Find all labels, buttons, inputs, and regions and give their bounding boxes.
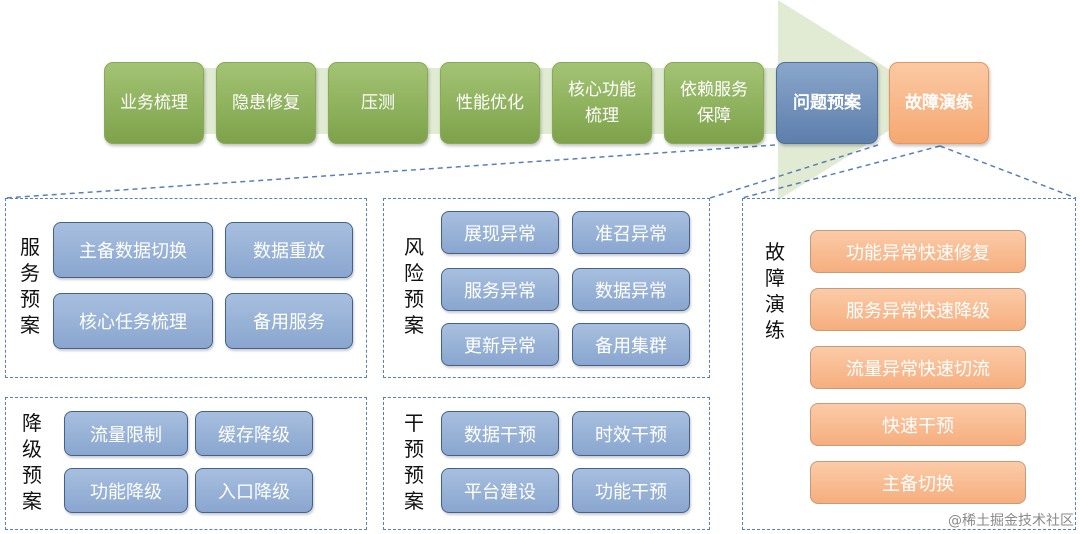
connector-left [4,144,776,199]
chip-backup-cluster: 备用集群 [572,323,690,366]
step-problem-plan: 问题预案 [776,62,878,144]
connector-center [709,144,879,199]
chip-entry-degrade: 入口降级 [195,468,313,513]
chip-function-degrade: 功能降级 [64,468,188,513]
panel-risk-plan: 风险预案 展现异常 准召异常 服务异常 数据异常 更新异常 备用集群 [383,198,710,378]
chip-function-intervene: 功能干预 [572,468,690,513]
step-fault-drill: 故障演练 [889,62,989,144]
chip-cache-degrade: 缓存降级 [195,411,313,456]
panel-label: 服务预案 [20,235,40,337]
chip-data-replay: 数据重放 [225,222,353,278]
chip-fast-intervene: 快速干预 [810,403,1026,446]
panel-degrade-plan: 降级预案 流量限制 缓存降级 功能降级 入口降级 [5,397,367,530]
chip-primary-backup-data-switch: 主备数据切换 [53,222,213,278]
chip-traffic-fast-switch: 流量异常快速切流 [810,346,1026,389]
step-business-review: 业务梳理 [104,62,204,144]
chip-core-task-review: 核心任务梳理 [53,293,213,349]
chip-backup-service: 备用服务 [225,293,353,349]
chip-traffic-limit: 流量限制 [64,411,188,456]
panel-intervene-plan: 干预预案 数据干预 时效干预 平台建设 功能干预 [383,397,710,530]
chip-data-intervene: 数据干预 [441,411,559,456]
watermark: @稀土掘金技术社区 [948,513,1074,529]
step-core-function-review: 核心功能 梳理 [552,62,652,144]
panel-label: 降级预案 [22,411,42,513]
step-dependency-guarantee: 依赖服务 保障 [664,62,764,144]
chip-display-anomaly: 展现异常 [441,211,559,254]
panel-label: 故障演练 [765,240,785,342]
step-performance-optimization: 性能优化 [440,62,540,144]
panel-service-plan: 服务预案 主备数据切换 数据重放 核心任务梳理 备用服务 [5,198,367,378]
panel-label: 干预预案 [404,411,424,513]
step-stress-test: 压测 [328,62,428,144]
chip-update-anomaly: 更新异常 [441,323,559,366]
panel-fault-drill: 故障演练 功能异常快速修复 服务异常快速降级 流量异常快速切流 快速干预 主备切… [742,198,1076,530]
chip-data-anomaly: 数据异常 [572,268,690,311]
chip-recall-anomaly: 准召异常 [572,211,690,254]
chip-service-fast-degrade: 服务异常快速降级 [810,288,1026,331]
connector-right-a [741,145,941,199]
chip-timeliness-intervene: 时效干预 [572,411,690,456]
chip-function-fast-fix: 功能异常快速修复 [810,230,1026,273]
step-hazard-fix: 隐患修复 [216,62,316,144]
chip-service-anomaly: 服务异常 [441,268,559,311]
chip-primary-backup-switch: 主备切换 [810,461,1026,504]
connector-right-b [939,145,1077,199]
panel-label: 风险预案 [404,235,424,337]
chip-platform-build: 平台建设 [441,468,559,513]
